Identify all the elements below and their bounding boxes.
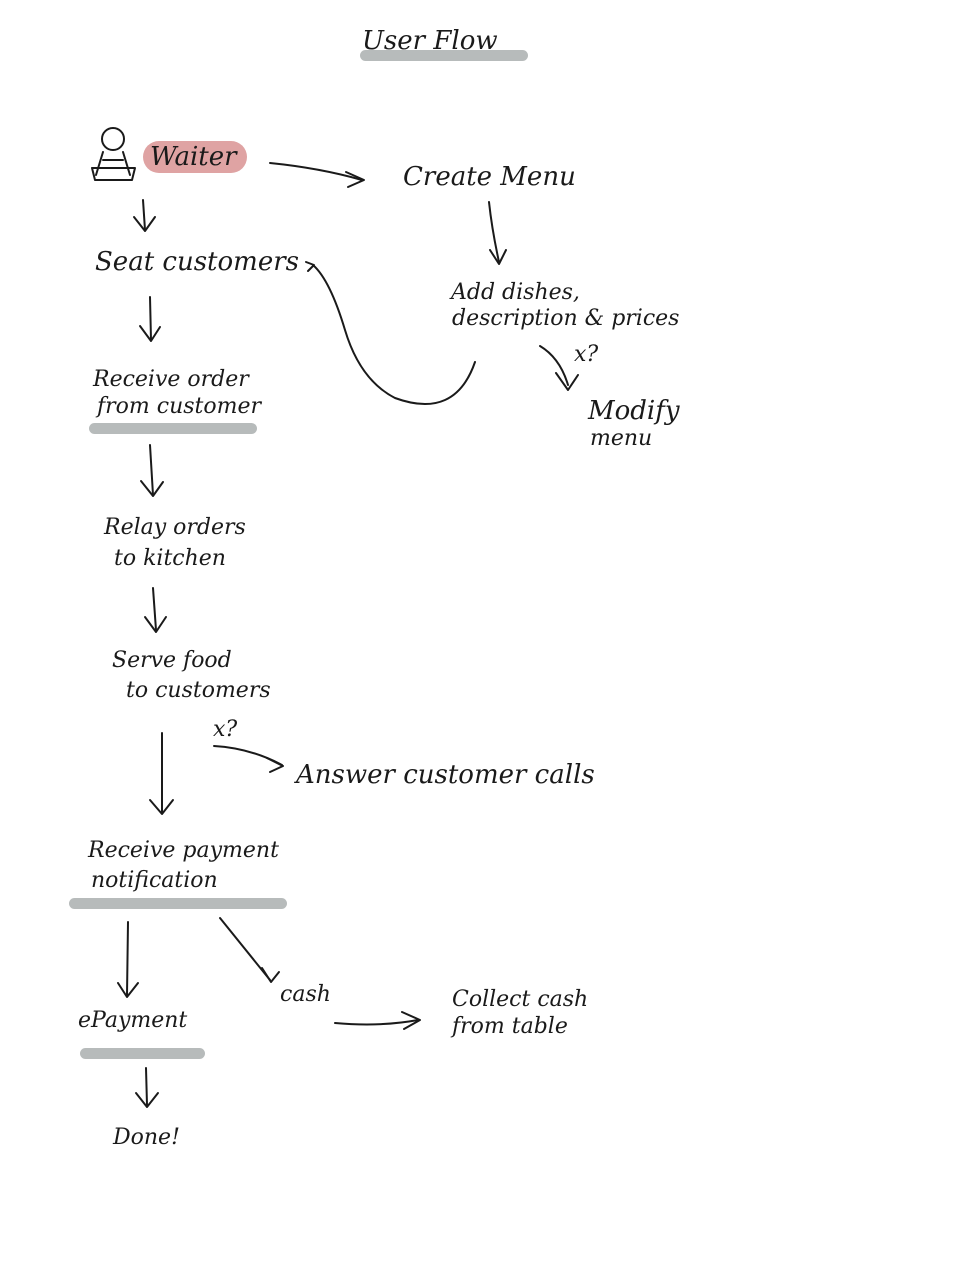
node-collect-cash-line2: from table [452, 1014, 568, 1039]
arrow-epayment-done [145, 1067, 148, 1106]
node-relay-orders-line2: to kitchen [114, 546, 226, 571]
node-receive-order-line1: Receive order [93, 367, 249, 392]
arrow-serve-calls [213, 745, 283, 766]
arrow-create-menu-add-dishes [488, 201, 500, 263]
node-done: Done! [113, 1125, 180, 1150]
arrow-payment-cash [219, 917, 271, 981]
node-receive-payment-line1: Receive payment [88, 838, 279, 863]
arrow-seat-receive [149, 296, 152, 341]
receive-order-highlight [89, 423, 257, 434]
node-modify-menu-line2: menu [590, 426, 653, 451]
node-modify-menu-line1: Modify [588, 396, 680, 426]
arrow-waiter-create-menu [269, 162, 363, 181]
arrow-relay-serve [152, 587, 157, 631]
arrow-receive-relay [149, 444, 154, 496]
node-answer-calls: Answer customer calls [296, 760, 595, 790]
node-add-dishes-line1: Add dishes, [451, 280, 580, 305]
node-create-menu: Create Menu [403, 162, 576, 192]
actor-waiter-label: Waiter [150, 142, 237, 172]
epayment-highlight [80, 1048, 205, 1059]
arrow-cash-collect [334, 1019, 419, 1026]
node-seat-customers: Seat customers [95, 247, 299, 277]
arrow-add-dishes-seat [312, 264, 476, 406]
node-collect-cash-line1: Collect cash [452, 987, 589, 1012]
arrow-payment-epayment [126, 921, 129, 996]
page-title: User Flow [362, 26, 498, 56]
node-receive-payment-line2: notification [91, 868, 218, 893]
arrow-waiter-seat [142, 199, 146, 231]
person-icon [91, 127, 136, 181]
node-cash: cash [280, 982, 331, 1007]
arrow-add-dishes-modify [539, 345, 569, 386]
waiter-highlight [143, 141, 247, 173]
edge-label-calls: x? [213, 717, 238, 742]
node-relay-orders-line1: Relay orders [104, 515, 246, 540]
node-serve-food-line2: to customers [126, 678, 271, 703]
title-highlight [360, 50, 528, 61]
node-serve-food-line1: Serve food [112, 648, 232, 673]
node-epayment: ePayment [78, 1008, 188, 1033]
node-receive-order-line2: from customer [97, 394, 262, 419]
receive-payment-highlight [69, 898, 287, 909]
edge-label-modify: x? [574, 342, 599, 367]
node-add-dishes-line2: description & prices [452, 306, 680, 331]
